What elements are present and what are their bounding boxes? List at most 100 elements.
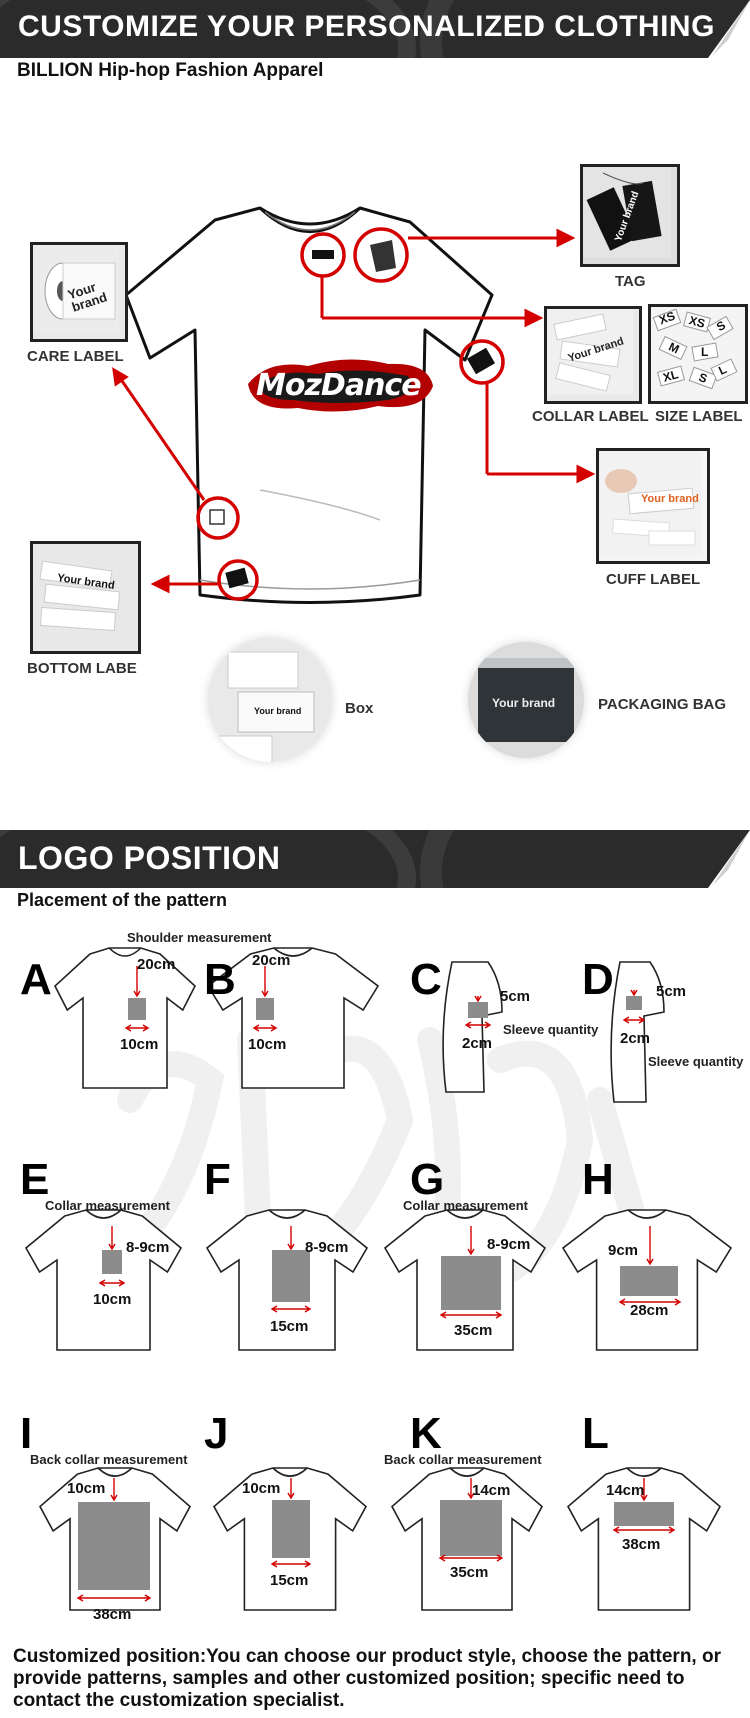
dim-f-top: 8-9cm <box>305 1239 349 1256</box>
collar-label-caption: COLLAR LABEL <box>532 408 649 425</box>
dim-a-top: 20cm <box>137 956 176 973</box>
box-brand: Your brand <box>254 706 302 716</box>
caption-shoulder: Shoulder measurement <box>127 930 272 945</box>
box-f <box>272 1250 310 1302</box>
dim-d-width: 2cm <box>620 1030 651 1047</box>
collar-line <box>268 1209 306 1219</box>
packaging-bag-caption: PACKAGING BAG <box>598 696 727 713</box>
box-g <box>441 1256 501 1310</box>
size-label-caption: SIZE LABEL <box>655 408 743 425</box>
arrow-h-top <box>646 1226 654 1266</box>
woven-labels-icon <box>547 309 633 395</box>
cuff-label-caption: CUFF LABEL <box>606 571 701 588</box>
page-curl-icon <box>708 830 750 888</box>
arrow-f-width <box>270 1305 312 1313</box>
size-tags-icon <box>652 308 738 390</box>
arrow-b-top <box>261 966 269 998</box>
collar-label-photo: Your brand <box>544 306 642 404</box>
arrow-j-top <box>287 1478 295 1500</box>
cuff-label-photo: Your brand <box>596 448 710 564</box>
care-label-caption: CARE LABEL <box>27 348 124 365</box>
dim-b-width: 10cm <box>248 1036 287 1053</box>
banner-title: CUSTOMIZE YOUR PERSONALIZED CLOTHING <box>18 10 715 43</box>
graffiti-print: MozDance <box>238 354 438 416</box>
dim-h-width: 28cm <box>630 1302 669 1319</box>
dim-d-top: 5cm <box>656 983 687 1000</box>
placement-letter-a: A <box>20 955 52 1004</box>
box-h <box>620 1266 678 1296</box>
arrow-j-width <box>270 1560 312 1568</box>
box-l <box>614 1502 674 1526</box>
care-label-photo: Your brand <box>30 242 128 342</box>
dim-k-top: 14cm <box>472 1482 511 1499</box>
dim-j-top: 10cm <box>242 1480 281 1497</box>
dim-i-top: 10cm <box>67 1480 106 1497</box>
dim-k-width: 35cm <box>450 1564 489 1581</box>
dim-i-width: 38cm <box>93 1606 132 1623</box>
customization-note: Customized position:You can choose our p… <box>13 1646 721 1711</box>
print-text: MozDance <box>256 368 422 403</box>
arrow-e-top <box>108 1226 116 1251</box>
tag-photo: Your brand <box>580 164 680 267</box>
placement-letter-d: D <box>582 955 614 1004</box>
dim-l-width: 38cm <box>622 1536 661 1553</box>
placement-letter-e: E <box>20 1155 50 1204</box>
size-letter: L <box>701 345 709 359</box>
tag-caption: TAG <box>615 273 646 290</box>
box-c <box>468 1002 488 1018</box>
stacked-labels-icon <box>33 544 132 645</box>
arrow-d-top <box>630 989 638 997</box>
dim-b-top: 20cm <box>252 952 291 969</box>
box-e <box>102 1250 122 1274</box>
bottom-label-photo: Your brand <box>30 541 141 654</box>
arrow-d-width <box>622 1016 646 1024</box>
dim-j-width: 15cm <box>270 1572 309 1589</box>
arrow-k-top <box>467 1478 475 1500</box>
collar-line <box>108 947 142 957</box>
placement-letter-i: I <box>20 1409 33 1458</box>
box-b <box>256 998 274 1020</box>
arrow-a-top <box>133 966 141 998</box>
header-banner-logo-position: LOGO POSITION <box>0 830 750 888</box>
arrow-b-width <box>252 1024 278 1032</box>
bag-brand: Your brand <box>492 696 556 710</box>
arrow-a-width <box>124 1024 150 1032</box>
sleeve-d <box>610 961 665 1103</box>
arrow-l-top <box>640 1478 648 1502</box>
box-caption: Box <box>345 700 374 717</box>
size-label-photo: XS XS S M L XL S L <box>648 304 748 404</box>
arrow-h-width <box>618 1298 682 1306</box>
caption-collar-e: Collar measurement <box>45 1198 170 1213</box>
arrow-g-top <box>467 1226 475 1256</box>
arrow-e-width <box>98 1279 126 1287</box>
arrow-f-top <box>287 1226 295 1251</box>
collar-line <box>97 1467 133 1477</box>
dim-a-width: 10cm <box>120 1036 159 1053</box>
placement-letter-j: J <box>204 1409 229 1458</box>
caption-collar-g: Collar measurement <box>403 1198 528 1213</box>
arrow-c-width <box>464 1021 492 1029</box>
brand-subtitle: BILLION Hip-hop Fashion Apparel <box>17 60 324 81</box>
arrow-l-width <box>612 1526 676 1534</box>
placement-letter-h: H <box>582 1155 614 1204</box>
placement-letter-l: L <box>582 1409 609 1458</box>
placement-letter-c: C <box>410 955 442 1004</box>
box-d <box>626 996 642 1010</box>
dim-l-top: 14cm <box>606 1482 645 1499</box>
dim-g-top: 8-9cm <box>487 1236 531 1253</box>
callout-graphics <box>112 227 596 601</box>
header-banner-customize: CUSTOMIZE YOUR PERSONALIZED CLOTHING <box>0 0 750 58</box>
collar-line <box>627 1209 667 1219</box>
dim-e-top: 8-9cm <box>126 1239 170 1256</box>
placement-letter-k: K <box>410 1409 442 1458</box>
cuff-labels-icon <box>599 451 701 555</box>
box-photo: Your brand <box>208 638 332 762</box>
dim-f-width: 15cm <box>270 1318 309 1335</box>
arrow-i-top <box>110 1478 118 1502</box>
bottom-label-caption: BOTTOM LABE <box>27 660 137 677</box>
packaging-bag-photo: Your brand <box>468 642 584 758</box>
paint-splash-icon <box>248 359 433 412</box>
collar-line <box>85 1209 122 1219</box>
caption-back-collar-k: Back collar measurement <box>384 1452 542 1467</box>
